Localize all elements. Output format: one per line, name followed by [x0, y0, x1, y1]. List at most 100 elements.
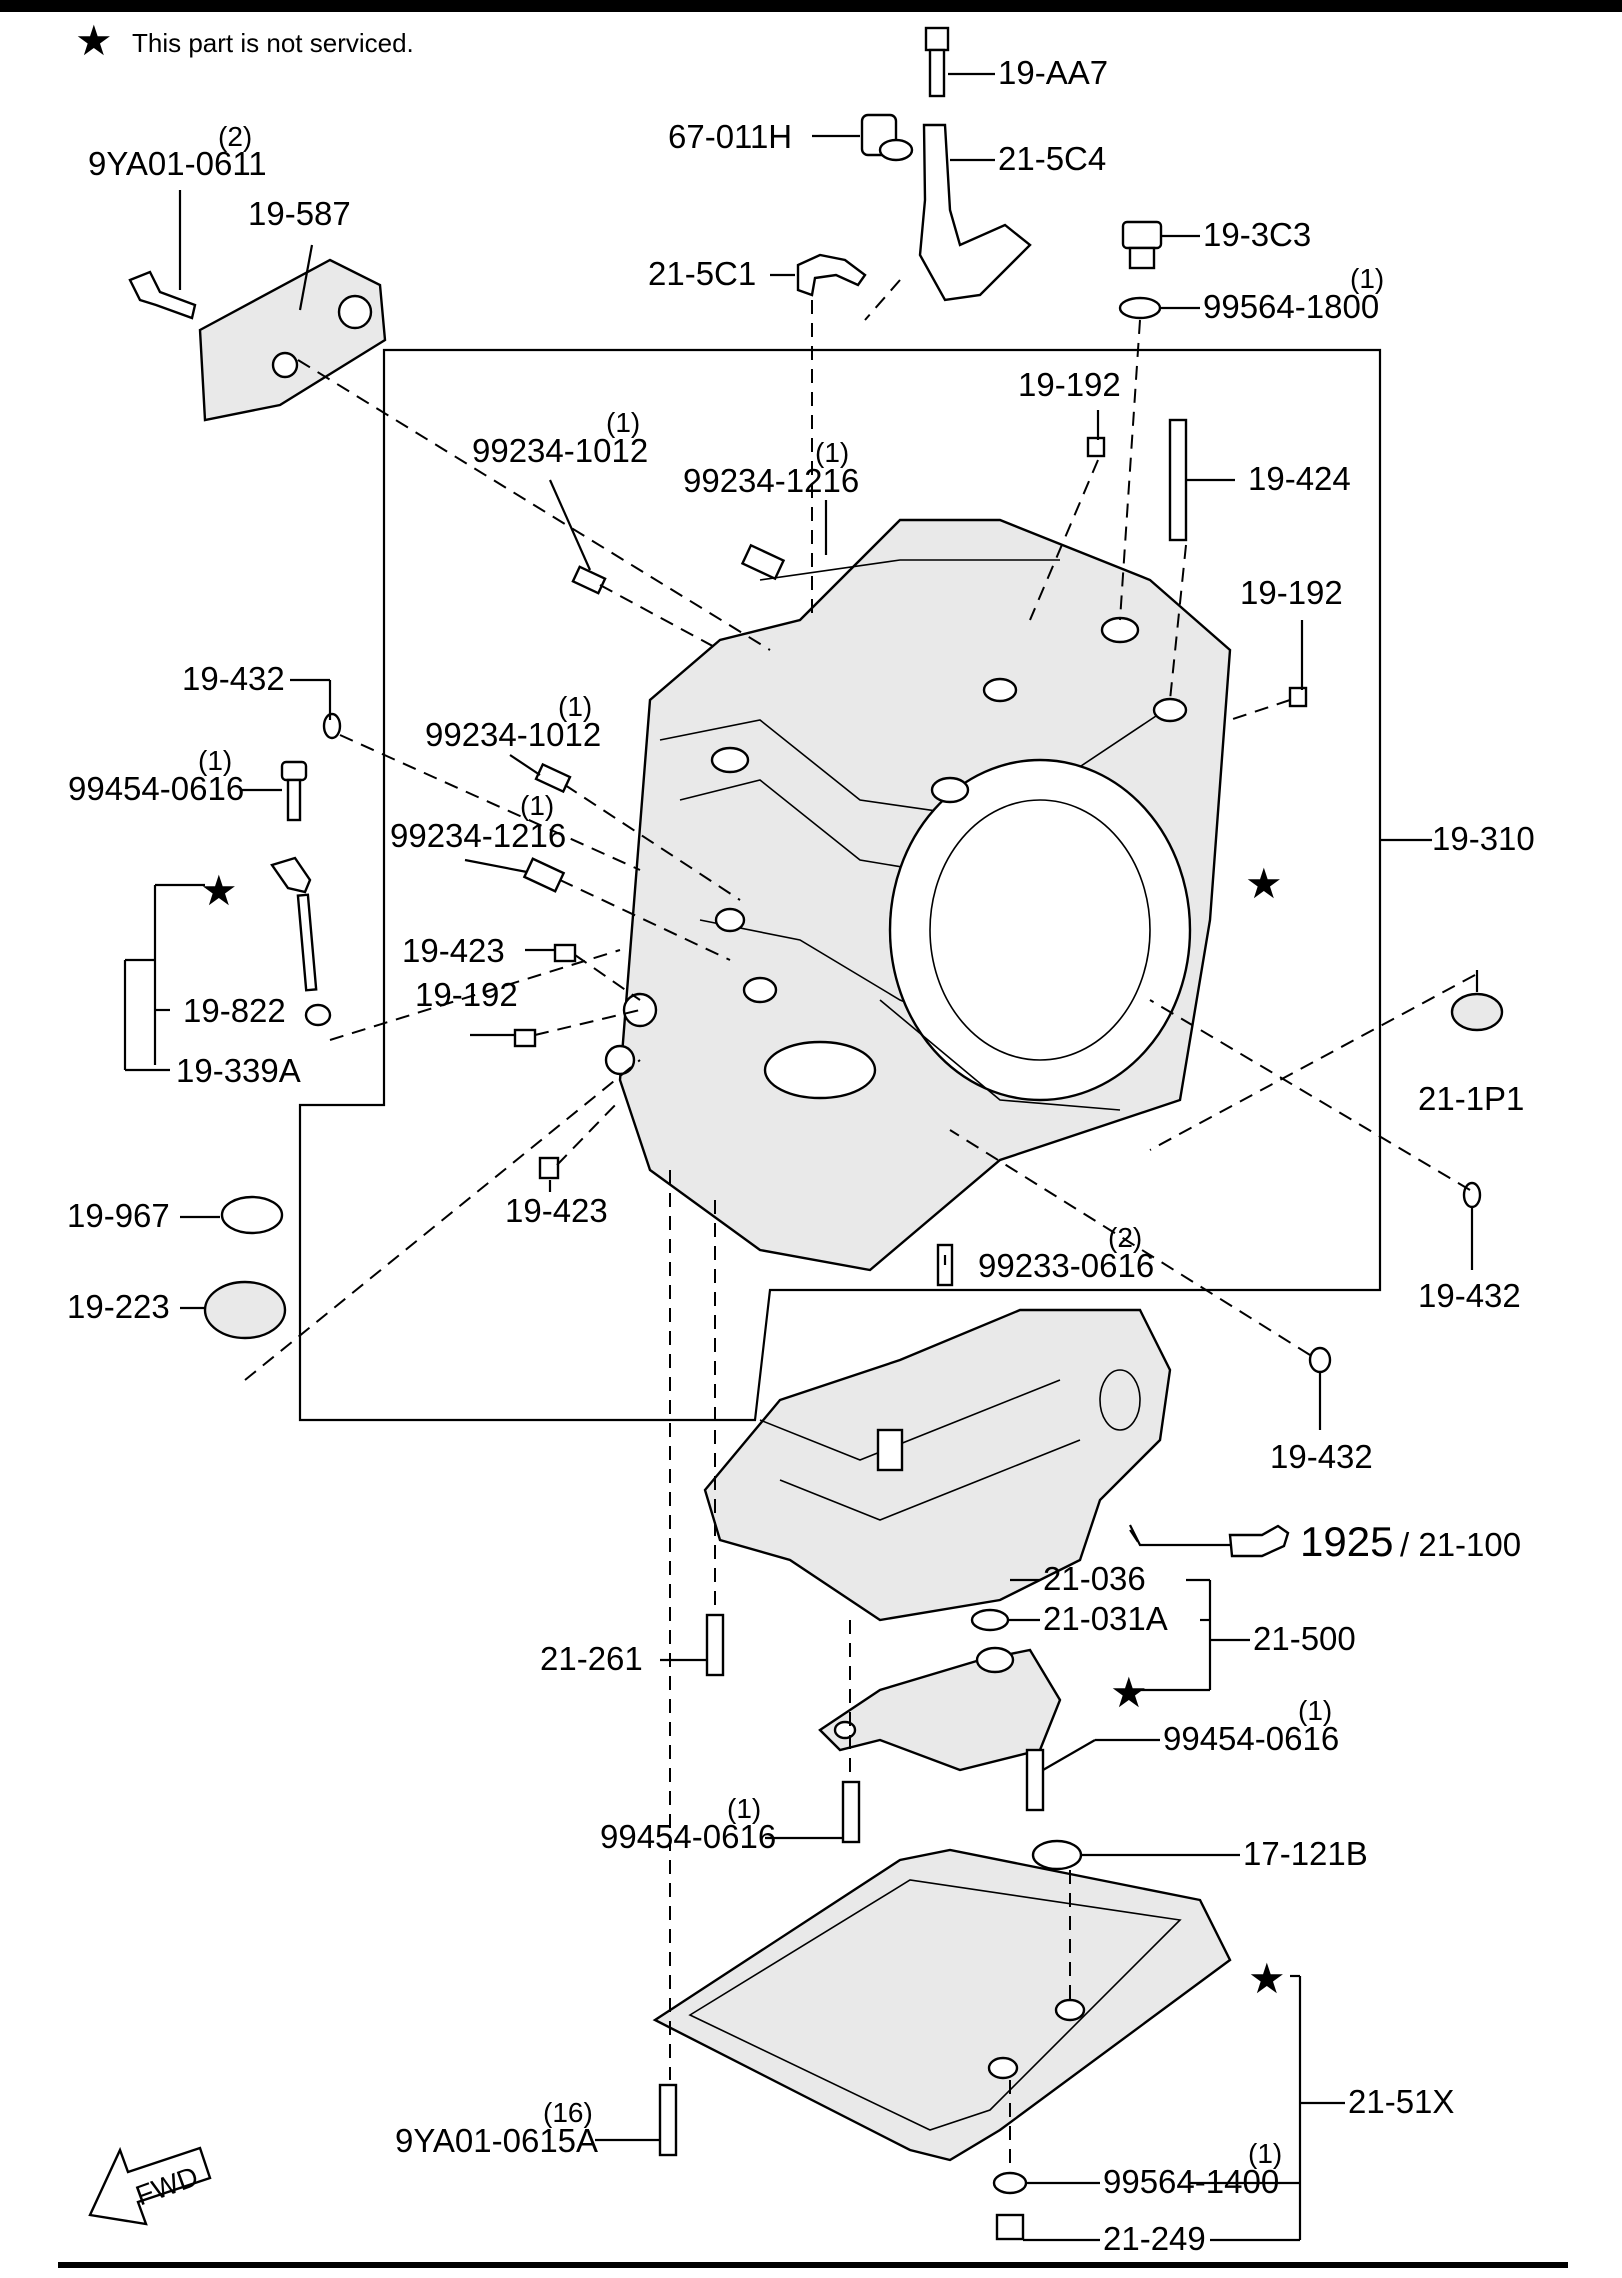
bolt-21-261	[705, 1613, 725, 1677]
o-ring-21-031A	[970, 1608, 1010, 1632]
qty-99233-0616: (2)	[1108, 1222, 1142, 1253]
figure-ref-21-100[interactable]: / 21-100	[1400, 1526, 1521, 1563]
drain-plug-top	[1118, 220, 1163, 320]
label-99454-0616-left: 99454-0616	[600, 1818, 776, 1855]
valve-body	[703, 1308, 1172, 1622]
label-21-261: 21-261	[540, 1640, 643, 1677]
note-star-icon: ★	[75, 17, 113, 64]
label-19-424: 19-424	[1248, 460, 1351, 497]
label-19-432-right-upper: 19-432	[1418, 1277, 1521, 1314]
cross-reference[interactable]: 1925 / 21-100	[1228, 1518, 1521, 1565]
plug-19-423-lower	[538, 1156, 560, 1180]
case-group-frame	[298, 348, 1382, 1422]
bolt-99454-0616-right	[1025, 1748, 1045, 1812]
bottom-border	[58, 2262, 1568, 2268]
hose-clip	[860, 113, 914, 162]
qty-99454-0616-right: (1)	[1298, 1695, 1332, 1726]
label-21-500: 21-500	[1253, 1620, 1356, 1657]
seal-21-1P1	[1450, 992, 1504, 1032]
qty-99564-1800: (1)	[1350, 263, 1384, 294]
star-icon-21-500: ★	[1110, 1669, 1148, 1716]
label-9YA01-0615A: 9YA01-0615A	[395, 2122, 598, 2159]
breather-plug	[924, 26, 950, 98]
oil-pan	[652, 1848, 1232, 2162]
label-19-432-left: 19-432	[182, 660, 285, 697]
star-icon-19-339A: ★	[200, 867, 238, 914]
label-19-432-right-lower: 19-432	[1270, 1438, 1373, 1475]
dowel-pin-1012-top	[571, 565, 607, 595]
dowel-pin-1216-mid	[522, 857, 566, 893]
qty-99234-1012-mid: (1)	[558, 691, 592, 722]
label-19-192-top: 19-192	[1018, 366, 1121, 403]
o-ring-19-432-right-lower	[1308, 1346, 1332, 1374]
label-19-423-lower: 19-423	[505, 1192, 608, 1229]
label-21-031A: 21-031A	[1043, 1600, 1168, 1637]
qty-99564-1400: (1)	[1248, 2138, 1282, 2169]
clamp-19-967	[220, 1195, 284, 1235]
shield-plate	[198, 258, 387, 422]
gasket-99564-1400	[992, 2171, 1028, 2195]
note-text: This part is not serviced.	[132, 28, 414, 58]
label-17-121B: 17-121B	[1243, 1835, 1368, 1872]
qty-9YA01-0611: (2)	[218, 121, 252, 152]
dowel-pin-1012-mid	[534, 762, 572, 794]
label-21-1P1: 21-1P1	[1418, 1080, 1524, 1117]
label-99233-0616: 99233-0616	[978, 1247, 1154, 1284]
label-21-51X: 21-51X	[1348, 2083, 1454, 2120]
label-99234-1216-mid: 99234-1216	[390, 817, 566, 854]
label-19-967: 19-967	[67, 1197, 170, 1234]
seal-19-223	[203, 1280, 287, 1340]
not-serviced-note: ★ This part is not serviced.	[75, 17, 414, 64]
label-67-011H: 67-011H	[668, 118, 792, 155]
label-99564-1800: 99564-1800	[1203, 288, 1379, 325]
label-21-249: 21-249	[1103, 2220, 1206, 2257]
qty-99234-1012-top: (1)	[606, 407, 640, 438]
breather-elbow	[796, 253, 867, 297]
pointing-hand-icon	[1228, 1524, 1290, 1558]
dipstick-assembly	[270, 760, 332, 1027]
oil-strainer	[818, 1646, 1062, 1772]
label-21-036: 21-036	[1043, 1560, 1146, 1597]
top-border	[0, 0, 1622, 12]
star-icon-21-51X: ★	[1248, 1955, 1286, 2002]
label-19-223: 19-223	[67, 1288, 170, 1325]
label-19-310: 19-310	[1432, 820, 1535, 857]
label-21-5C1: 21-5C1	[648, 255, 756, 292]
o-ring-19-432-right-upper	[1462, 1181, 1482, 1209]
fwd-arrow-icon: FWD	[88, 2146, 212, 2226]
figure-ref-1925[interactable]: 1925	[1300, 1518, 1393, 1565]
label-19-3C3: 19-3C3	[1203, 216, 1311, 253]
breather-hose	[918, 123, 1032, 302]
label-19-339A: 19-339A	[176, 1052, 301, 1089]
part-labels: 19-AA7 67-011H 21-5C4 21-5C1 19-3C3 (1) …	[67, 54, 1535, 2257]
bolt-9YA01-0615A	[658, 2083, 678, 2157]
label-99234-1012-top: 99234-1012	[472, 432, 648, 469]
bolt-99454-0616-left	[841, 1780, 861, 1844]
plug-19-192-top	[1086, 436, 1106, 458]
star-icon-19-310: ★	[1245, 860, 1283, 907]
label-9YA01-0611: 9YA01-0611	[88, 145, 267, 182]
qty-9YA01-0615A: (16)	[543, 2097, 593, 2128]
shield-bolt	[128, 270, 197, 320]
label-99454-0616-right: 99454-0616	[1163, 1720, 1339, 1757]
qty-99234-1216-mid: (1)	[520, 790, 554, 821]
label-19-192-left: 19-192	[415, 976, 518, 1013]
label-19-AA7: 19-AA7	[998, 54, 1108, 91]
leader-lines	[123, 72, 1479, 2242]
label-19-587: 19-587	[248, 195, 351, 232]
qty-99454-0616-top: (1)	[198, 745, 232, 776]
label-19-423-upper: 19-423	[402, 932, 505, 969]
drain-plug-21-249	[995, 2213, 1025, 2241]
washer-17-121B	[1031, 1839, 1083, 1871]
plug-19-192-right	[1288, 686, 1308, 708]
plug-19-192-left	[513, 1028, 537, 1048]
label-19-822: 19-822	[183, 992, 286, 1029]
plug-19-423-upper	[553, 943, 577, 963]
dowel-pin-1216-top	[740, 543, 786, 581]
o-ring-19-432-left	[322, 712, 342, 740]
stud	[1168, 418, 1188, 542]
transmission-case	[604, 518, 1232, 1272]
label-19-192-right: 19-192	[1240, 574, 1343, 611]
label-99234-1216-top: 99234-1216	[683, 462, 859, 499]
